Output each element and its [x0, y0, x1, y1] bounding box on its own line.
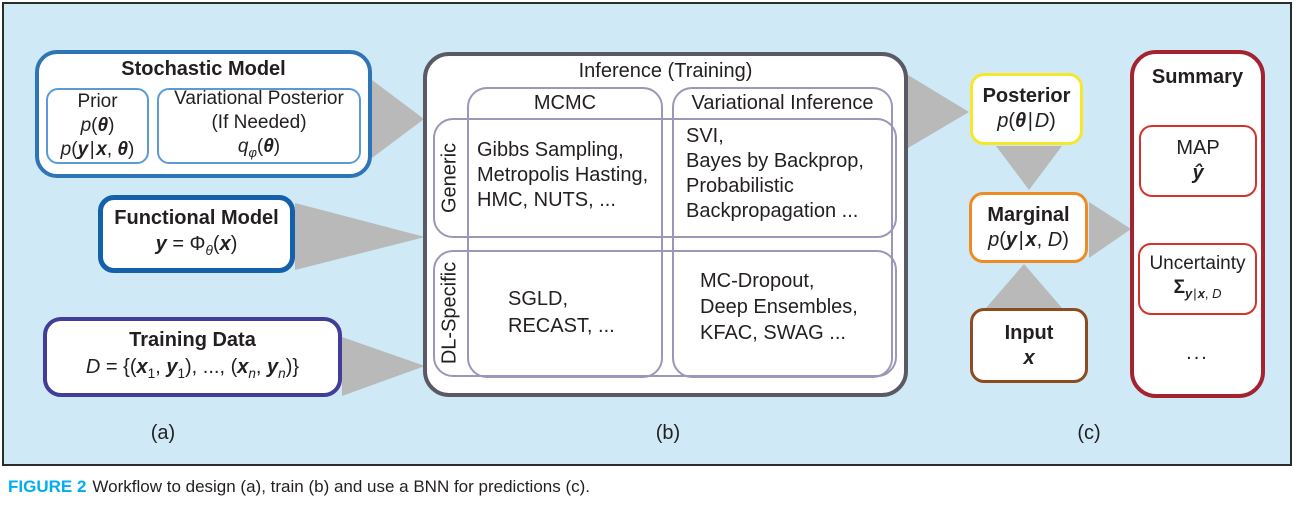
summary-ellipsis: ...	[1186, 342, 1209, 364]
input-box: Input x	[970, 308, 1088, 383]
mcmc-column-header: MCMC	[533, 92, 597, 114]
marginal-box: Marginal p(y | x, D)	[969, 192, 1088, 263]
inference-title: Inference (Training)	[578, 60, 753, 82]
variational-posterior-subtitle: (If Needed)	[211, 112, 307, 134]
dl-specific-row-label-text: DL-Specific	[438, 261, 461, 365]
variational-posterior-title: Variational Posterior	[174, 88, 344, 110]
training-data-formula: D = {(x1, y1), ..., (xn, yn)}	[85, 356, 300, 381]
summary-title: Summary	[1151, 66, 1244, 88]
map-title: MAP	[1176, 137, 1220, 159]
inference-box: Inference (Training) MCMC Variational In…	[423, 52, 908, 397]
functional-model-box: Functional Model y = Φθ(x)	[98, 195, 295, 273]
cell-line: Backpropagation ...	[686, 200, 859, 222]
stochastic-model-box: Stochastic Model Prior p(θ) p(y | x, θ) …	[35, 50, 372, 178]
prior-formula-2: p(y | x, θ)	[60, 139, 135, 160]
section-label-a: (a)	[150, 422, 176, 444]
cell-line: HMC, NUTS, ...	[477, 189, 616, 211]
functional-model-formula: y = Φθ(x)	[155, 232, 238, 258]
generic-row-box	[433, 118, 897, 238]
posterior-formula: p(θ | D)	[997, 110, 1056, 132]
prior-formula-1: p(θ)	[80, 115, 115, 136]
caption-label: FIGURE 2	[8, 477, 87, 496]
map-formula: ŷ	[1192, 162, 1204, 184]
cell-dl-vi: MC-Dropout, Deep Ensembles, KFAC, SWAG .…	[700, 268, 858, 346]
map-box: MAP ŷ	[1139, 125, 1257, 197]
cell-line: Gibbs Sampling,	[477, 139, 624, 161]
uncertainty-title: Uncertainty	[1149, 253, 1246, 275]
prior-title: Prior	[77, 91, 118, 112]
cell-generic-mcmc: Gibbs Sampling, Metropolis Hasting, HMC,…	[477, 138, 648, 213]
uncertainty-formula: Σy | x, D	[1173, 277, 1222, 301]
cell-line: RECAST, ...	[508, 315, 615, 337]
prior-box: Prior p(θ) p(y | x, θ)	[46, 88, 149, 164]
variational-inference-column-header: Variational Inference	[691, 92, 874, 114]
cell-dl-mcmc: SGLD, RECAST, ...	[508, 286, 615, 340]
variational-inference-column-box: Variational Inference	[672, 87, 893, 378]
posterior-title: Posterior	[982, 85, 1071, 107]
cell-line: Deep Ensembles,	[700, 296, 858, 318]
functional-model-title: Functional Model	[114, 206, 279, 229]
training-data-title: Training Data	[129, 329, 256, 351]
generic-row-label-text: Generic	[438, 142, 461, 214]
variational-posterior-box: Variational Posterior (If Needed) qφ(θ)	[157, 88, 361, 164]
uncertainty-box: Uncertainty Σy | x, D	[1138, 243, 1257, 315]
variational-posterior-formula: qφ(θ)	[237, 136, 281, 160]
figure-caption: FIGURE 2 Workflow to design (a), train (b…	[8, 477, 590, 497]
summary-box: Summary MAP ŷ Uncertainty Σy | x, D ...	[1130, 50, 1265, 398]
cell-line: SGLD,	[508, 288, 569, 310]
cell-line: Metropolis Hasting,	[477, 164, 649, 186]
section-label-b: (b)	[655, 422, 681, 444]
mcmc-column-box: MCMC	[467, 87, 663, 378]
cell-line: KFAC, SWAG ...	[700, 322, 846, 344]
section-label-c: (c)	[1077, 422, 1101, 444]
cell-line: Probabilistic	[686, 175, 794, 197]
cell-generic-vi: SVI, Bayes by Backprop, Probabilistic Ba…	[686, 124, 864, 224]
caption-text: Workflow to design (a), train (b) and us…	[92, 477, 591, 496]
cell-line: Bayes by Backprop,	[686, 150, 864, 172]
cell-line: SVI,	[686, 125, 724, 147]
posterior-box: Posterior p(θ | D)	[970, 73, 1083, 145]
stochastic-model-title: Stochastic Model	[121, 58, 286, 80]
input-formula: x	[1023, 346, 1035, 369]
dl-specific-row-box	[433, 250, 897, 377]
cell-line: MC-Dropout,	[700, 270, 815, 292]
training-data-box: Training Data D = {(x1, y1), ..., (xn, y…	[43, 317, 342, 397]
marginal-title: Marginal	[987, 203, 1070, 226]
input-title: Input	[1004, 321, 1054, 344]
marginal-formula: p(y | x, D)	[988, 228, 1069, 251]
